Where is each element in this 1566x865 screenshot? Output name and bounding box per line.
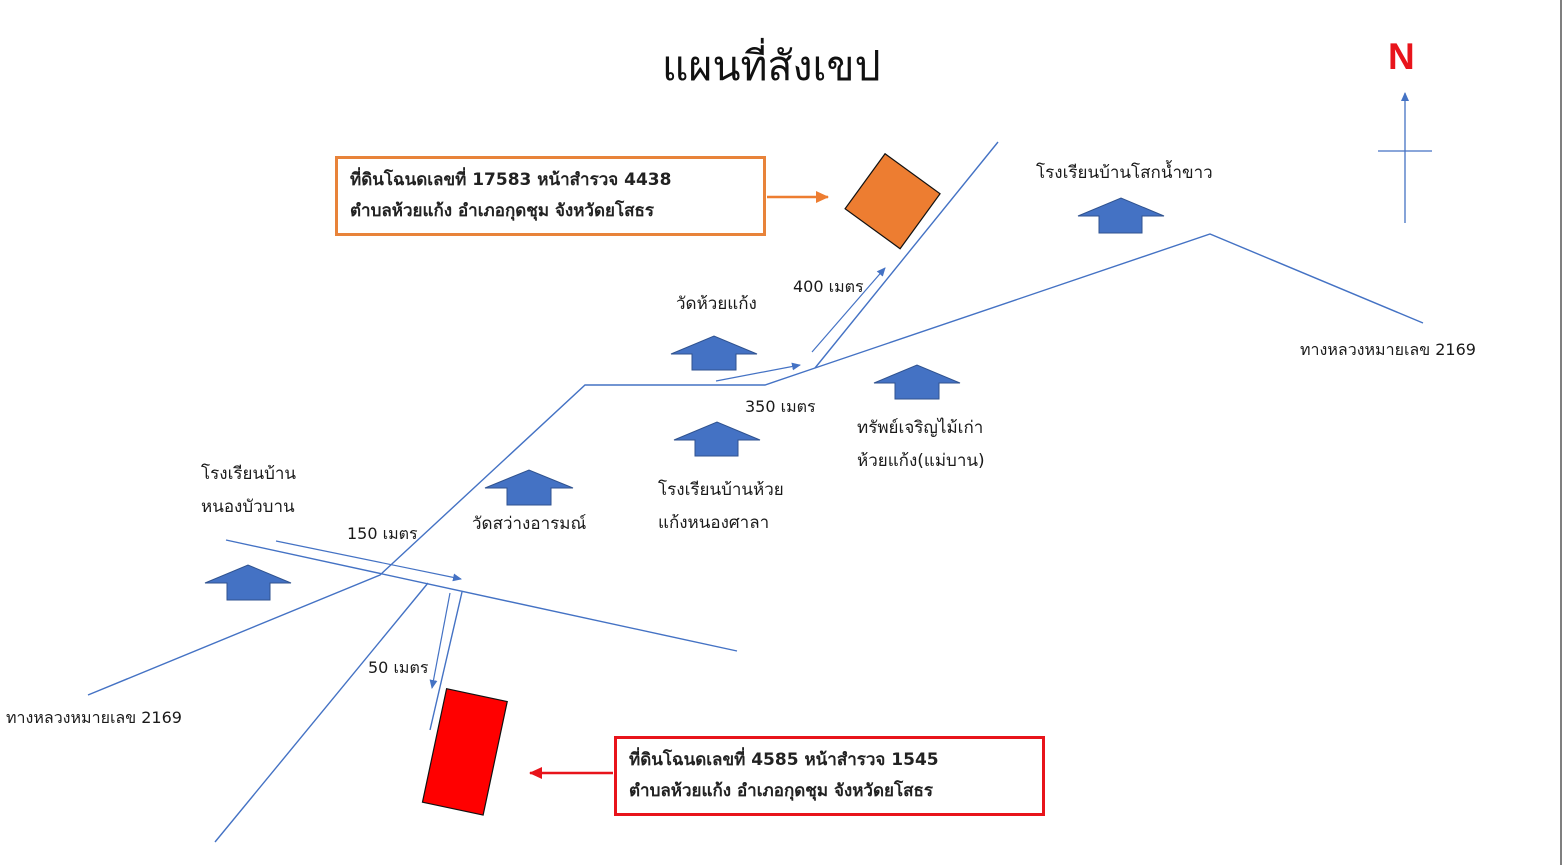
road-to-plot-2 [214,582,429,843]
path-to-plot-2 [429,591,463,731]
plot-1-parcel [844,152,941,250]
north-label: N [1388,36,1415,77]
label-line: หนองบัวบาน [201,497,295,517]
plot-1-line-2: ตำบลห้วยแก้ง อำเภอกุดชุม จังหวัดยโสธร [350,201,654,221]
marker-wat-huai-kaeng [670,335,758,371]
marker-wat-sawang-arom [484,469,574,506]
plot-1-info-box: ที่ดินโฉนดเลขที่ 17583 หน้าสำรวจ 4438 ตำ… [335,156,766,236]
cross-road [225,539,738,652]
label-school-nong-bua-ban: โรงเรียนบ้าน หนองบัวบาน [201,458,296,524]
label-distance-400: 400 เมตร [793,277,864,296]
label-wat-sawang-arom: วัดสว่างอารมณ์ [472,514,587,534]
label-line: แก้งหนองศาลา [658,513,770,533]
label-distance-50: 50 เมตร [368,658,429,677]
marker-school-sok-nam-khao [1077,197,1165,234]
arrow-350m [715,362,801,382]
label-line: โรงเรียนบ้านห้วย [658,480,784,500]
arrow-400m [811,267,886,353]
highway-2169-road [87,233,1424,696]
arrow-50m [429,592,451,689]
marker-school-huai-kaeng [673,421,761,457]
marker-sap-charoen [873,364,961,400]
plot-2-line-2: ตำบลห้วยแก้ง อำเภอกุดชุม จังหวัดยโสธร [629,781,933,801]
label-distance-150: 150 เมตร [347,524,418,543]
distance-arrows [275,267,886,689]
plot-2-parcel [421,687,508,816]
label-highway-right: ทางหลวงหมายเลข 2169 [1300,340,1476,359]
label-line: ห้วยแก้ง(แม่บาน) [857,451,985,471]
label-school-huai-kaeng: โรงเรียนบ้านห้วย แก้งหนองศาลา [658,474,784,540]
label-wat-huai-kaeng: วัดห้วยแก้ง [676,294,757,314]
label-school-sok-nam-khao: โรงเรียนบ้านโสกน้ำขาว [1036,163,1213,183]
label-line: โรงเรียนบ้าน [201,464,297,484]
plot-2-line-1: ที่ดินโฉนดเลขที่ 4585 หน้าสำรวจ 1545 [629,750,939,770]
marker-school-nong-bua-ban [204,564,292,601]
arrow-150m [275,540,462,582]
label-sap-charoen: ทรัพย์เจริญไม้เก่า ห้วยแก้ง(แม่บาน) [857,412,985,478]
road-network [87,141,1424,843]
label-distance-350: 350 เมตร [745,397,816,416]
label-line: ทรัพย์เจริญไม้เก่า [857,418,984,438]
map-title: แผนที่สังเขป [662,42,881,90]
road-to-plot-1 [814,141,999,369]
plot-1-line-1: ที่ดินโฉนดเลขที่ 17583 หน้าสำรวจ 4438 [350,170,672,190]
plot-2-info-box: ที่ดินโฉนดเลขที่ 4585 หน้าสำรวจ 1545 ตำบ… [614,736,1045,816]
north-arrow-icon [1378,92,1432,223]
label-highway-left: ทางหลวงหมายเลข 2169 [6,708,182,727]
